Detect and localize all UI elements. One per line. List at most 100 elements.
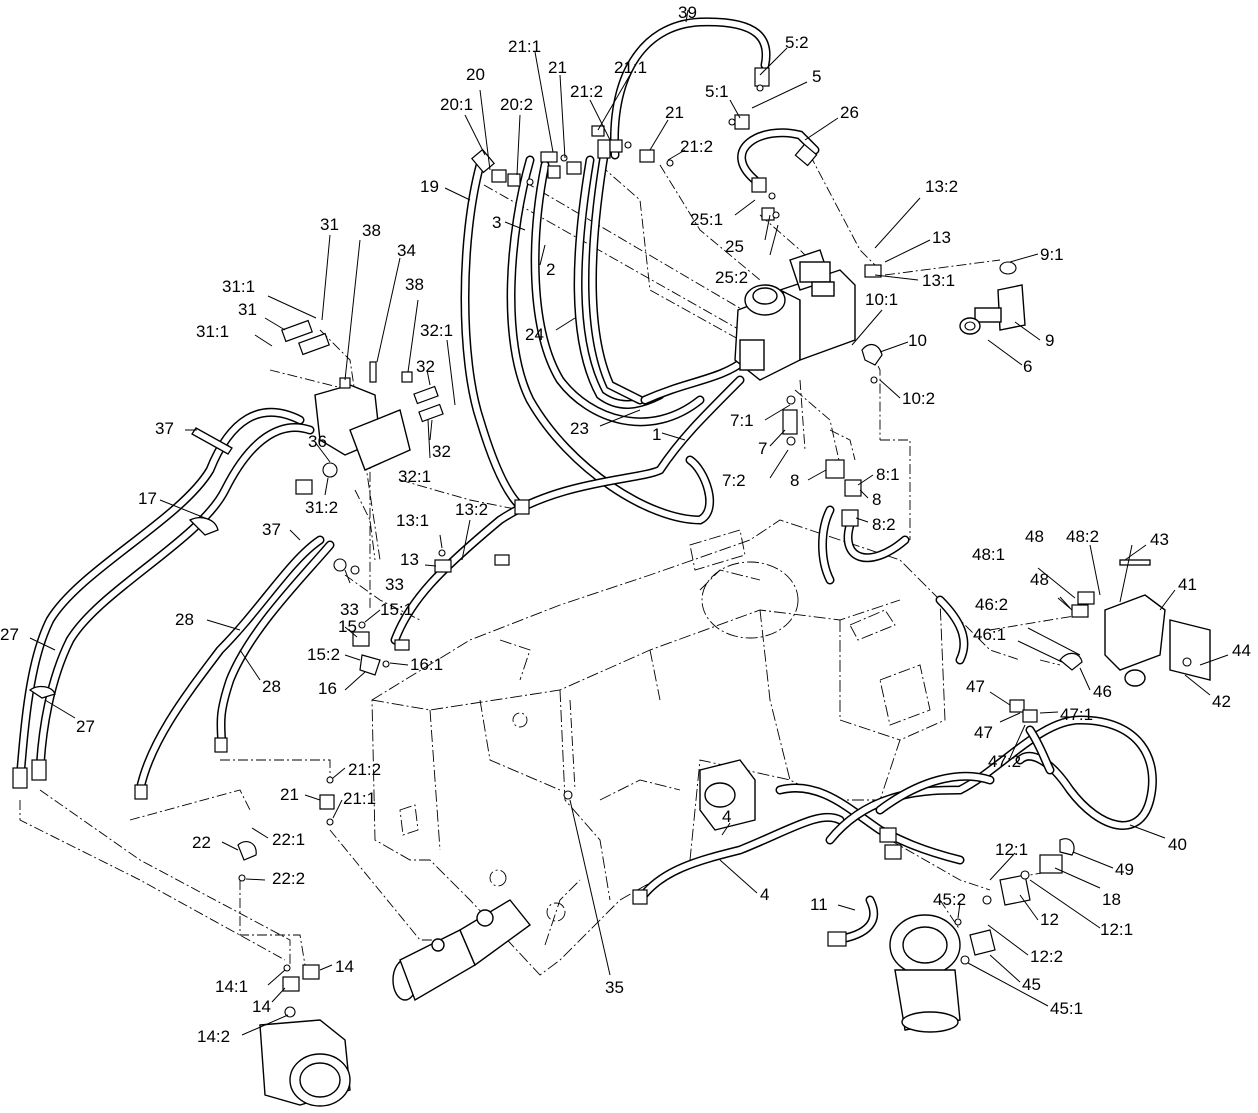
leader-lines [29, 9, 1229, 1036]
label-3: 3 [492, 213, 501, 232]
label-21: 21 [548, 58, 567, 77]
label-12-1: 12:1 [1100, 920, 1133, 939]
label-34: 34 [397, 241, 416, 260]
label-40: 40 [1168, 835, 1187, 854]
label-28: 28 [262, 677, 281, 696]
label-45-1: 45:1 [1050, 999, 1083, 1018]
label-21-2: 21:2 [680, 137, 713, 156]
label-12-2: 12:2 [1030, 947, 1063, 966]
motor-14 [259, 964, 351, 1107]
label-31-1: 31:1 [222, 277, 255, 296]
label-22-1: 22:1 [272, 830, 305, 849]
label-13-1: 13:1 [396, 511, 429, 530]
label-32: 32 [416, 357, 435, 376]
label-7-1: 7:1 [730, 411, 754, 430]
label-31: 31 [320, 215, 339, 234]
label-13-1: 13:1 [922, 271, 955, 290]
label-32-1: 32:1 [420, 321, 453, 340]
label-38: 38 [362, 221, 381, 240]
top-fittings [471, 67, 818, 221]
label-23: 23 [570, 419, 589, 438]
label-47: 47 [966, 677, 985, 696]
label-26: 26 [840, 103, 859, 122]
label-44: 44 [1232, 641, 1251, 660]
label-4: 4 [722, 807, 731, 826]
label-21: 21 [665, 103, 684, 122]
label-7-2: 7:2 [722, 471, 746, 490]
label-21-1: 21:1 [508, 37, 541, 56]
label-17: 17 [138, 489, 157, 508]
label-32-1: 32:1 [398, 467, 431, 486]
label-10-2: 10:2 [902, 389, 935, 408]
label-21-1: 21:1 [614, 58, 647, 77]
label-4: 4 [760, 885, 769, 904]
label-28: 28 [175, 610, 194, 629]
label-8-1: 8:1 [876, 465, 900, 484]
label-13: 13 [932, 228, 951, 247]
label-47-2: 47:2 [988, 752, 1021, 771]
label-24: 24 [525, 325, 544, 344]
label-2: 2 [546, 260, 555, 279]
label-22-2: 22:2 [272, 869, 305, 888]
label-8-2: 8:2 [872, 515, 896, 534]
label-12-1: 12:1 [995, 840, 1028, 859]
label-36: 36 [308, 432, 327, 451]
label-32: 32 [432, 442, 451, 461]
fitting-9-6 [959, 261, 1026, 335]
hoses [15, 17, 1157, 945]
label-10-1: 10:1 [865, 290, 898, 309]
label-5: 5 [812, 67, 821, 86]
label-14: 14 [252, 997, 271, 1016]
label-46: 46 [1093, 682, 1112, 701]
label-47-1: 47:1 [1060, 705, 1093, 724]
label-45: 45 [1022, 975, 1041, 994]
label-20: 20 [466, 65, 485, 84]
label-46-2: 46:2 [975, 595, 1008, 614]
label-27: 27 [76, 717, 95, 736]
label-33: 33 [385, 575, 404, 594]
main-frame [371, 519, 946, 976]
label-25: 25 [725, 237, 744, 256]
label-13: 13 [400, 550, 419, 569]
label-16: 16 [318, 679, 337, 698]
label-8: 8 [872, 490, 881, 509]
label-25-1: 25:1 [690, 210, 723, 229]
label-20-1: 20:1 [440, 95, 473, 114]
label-11: 11 [810, 895, 828, 914]
label-13-2: 13:2 [925, 177, 958, 196]
label-39: 39 [678, 3, 697, 22]
label-31: 31 [238, 300, 257, 319]
label-25-2: 25:2 [715, 268, 748, 287]
label-43: 43 [1150, 530, 1169, 549]
label-38: 38 [405, 275, 424, 294]
label-48-2: 48:2 [1066, 527, 1099, 546]
bracket-36 [191, 319, 444, 495]
label-46-1: 46:1 [973, 625, 1006, 644]
label-14-1: 14:1 [215, 977, 248, 996]
label-49: 49 [1115, 860, 1134, 879]
label-47: 47 [974, 723, 993, 742]
label-13-2: 13:2 [455, 500, 488, 519]
label-5-2: 5:2 [785, 33, 809, 52]
fitting-13-15-16 [333, 499, 530, 676]
label-27: 27 [0, 625, 19, 644]
label-9: 9 [1045, 331, 1054, 350]
label-21-1: 21:1 [343, 789, 376, 808]
cylinder [237, 776, 573, 1002]
label-41: 41 [1178, 575, 1197, 594]
label-19: 19 [420, 177, 439, 196]
label-6: 6 [1023, 357, 1032, 376]
label-31-2: 31:2 [305, 498, 338, 517]
label-48-1: 48:1 [972, 545, 1005, 564]
label-18: 18 [1102, 890, 1121, 909]
label-42: 42 [1212, 692, 1231, 711]
label-1: 1 [652, 425, 661, 444]
label-14-2: 14:2 [197, 1027, 230, 1046]
label-14: 14 [335, 957, 354, 976]
label-37: 37 [262, 520, 281, 539]
label-37: 37 [155, 419, 174, 438]
hose-ends-left [12, 517, 228, 800]
label-33: 33 [340, 600, 359, 619]
label-7: 7 [758, 439, 767, 458]
